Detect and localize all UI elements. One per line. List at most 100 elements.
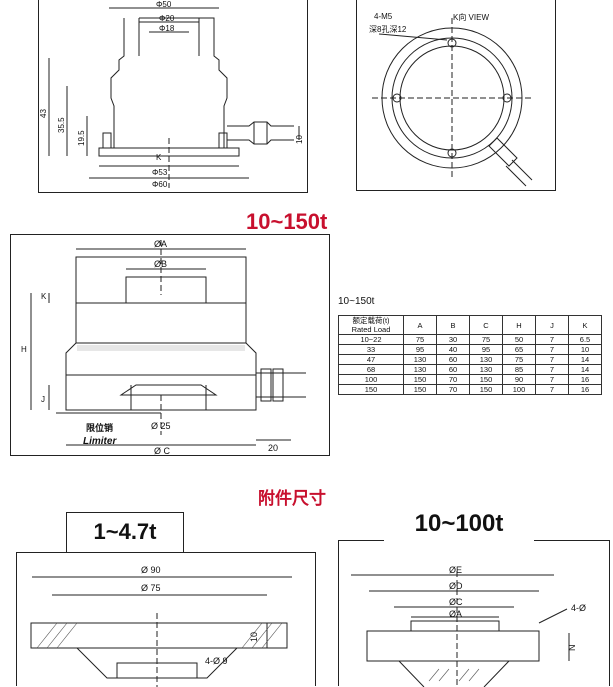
- table-cell: 95: [403, 344, 437, 355]
- accessory-right-drawing: ØE ØD ØC ØA 4-Ø N: [338, 540, 610, 687]
- accessory-left-title: 1~4.7t: [66, 512, 184, 552]
- limiter-en: Limiter: [83, 436, 117, 447]
- table-cell: 100: [338, 374, 404, 385]
- dim-h19-5: 19.5: [77, 130, 86, 146]
- dim-d18: Φ18: [159, 24, 175, 33]
- table-cell: 14: [568, 364, 602, 375]
- table-cell: 60: [436, 364, 470, 375]
- holes-label: 4-M5: [374, 12, 393, 21]
- table-row: 68 130 60 130 85 7 14: [338, 364, 602, 375]
- header-col: A: [403, 315, 437, 335]
- table-cell: 30: [436, 334, 470, 345]
- dim-d90: Ø 90: [141, 565, 161, 575]
- table-row: 150 150 70 150 100 7 16: [338, 384, 602, 395]
- dim-d75: Ø 75: [141, 583, 161, 593]
- table-cell: 75: [403, 334, 437, 345]
- dim-d60: Φ60: [152, 180, 168, 189]
- accessory-right-title-text: 10~100t: [414, 510, 504, 537]
- table-cell: 7: [535, 354, 569, 365]
- table-cell: 40: [436, 344, 470, 355]
- view-label: K向 VIEW: [453, 13, 490, 22]
- accessory-left-drawing: Ø 90 Ø 75 10 4-Ø 9: [16, 552, 316, 687]
- table-header-row: 额定载荷(t)Rated Load A B C H J K: [338, 315, 602, 335]
- table-cell: 95: [469, 344, 503, 355]
- spec-table-block: 10~150t 额定载荷(t)Rated Load A B C H J K 10…: [338, 296, 602, 395]
- table-cell: 150: [469, 374, 503, 385]
- header-col: C: [469, 315, 503, 335]
- dim-dA: ØA: [449, 609, 463, 619]
- dim-n: N: [567, 644, 577, 652]
- table-cell: 150: [403, 384, 437, 395]
- header-col: B: [436, 315, 470, 335]
- table-cell: 70: [436, 374, 470, 385]
- dim-holes: 4-Ø 9: [205, 656, 228, 666]
- table-caption: 10~150t: [338, 296, 375, 307]
- table-row: 10~22 75 30 75 50 7 6.5: [338, 334, 602, 345]
- table-row: 47 130 60 130 75 7 14: [338, 354, 602, 365]
- top-right-drawing-lines: [372, 18, 533, 187]
- table-cell: 65: [502, 344, 536, 355]
- table-cell: 70: [436, 384, 470, 395]
- dim-k: K: [41, 292, 47, 301]
- table-cell: 14: [568, 354, 602, 365]
- header-rated-load: 额定载荷(t)Rated Load: [338, 315, 404, 335]
- header-col: H: [502, 315, 536, 335]
- spec-table: 额定载荷(t)Rated Load A B C H J K 10~22 75 3…: [338, 315, 602, 395]
- table-cell: 60: [436, 354, 470, 365]
- dim-h10: 10: [295, 135, 304, 144]
- accessory-right-title: 10~100t: [384, 506, 534, 542]
- table-cell: 7: [535, 364, 569, 375]
- limiter-cn: 限位销: [86, 423, 114, 433]
- table-cell: 75: [469, 334, 503, 345]
- dim-k: K: [156, 153, 162, 162]
- middle-drawing-lines: [30, 240, 306, 446]
- table-cell: 130: [469, 364, 503, 375]
- top-left-drawing: Φ50 Φ20 Φ18 43 35.5 19.5 K Φ53 Φ60 10: [38, 0, 308, 193]
- top-left-drawing-lines: [48, 7, 300, 188]
- table-row: 100 150 70 150 90 7 16: [338, 374, 602, 385]
- table-cell: 85: [502, 364, 536, 375]
- dim-dC: Ø C: [154, 446, 171, 456]
- depth-label: 深8孔深12: [369, 25, 407, 34]
- dim-d50: Φ50: [156, 0, 172, 9]
- dim-h35-5: 35.5: [57, 117, 66, 133]
- dim-holes: 4-Ø: [571, 603, 587, 613]
- dim-dB: ØB: [154, 259, 168, 269]
- dim-dC: ØC: [449, 597, 463, 607]
- dim-w20: 20: [268, 443, 279, 453]
- table-cell: 90: [502, 374, 536, 385]
- accessory-right-lines: [351, 571, 570, 687]
- table-cell: 150: [469, 384, 503, 395]
- table-cell: 10~22: [338, 334, 404, 345]
- header-col: J: [535, 315, 569, 335]
- table-cell: 16: [568, 384, 602, 395]
- table-cell: 150: [403, 374, 437, 385]
- top-right-drawing: 4-M5 深8孔深12 K向 VIEW: [356, 0, 556, 191]
- table-cell: 68: [338, 364, 404, 375]
- dim-d53: Φ53: [152, 168, 168, 177]
- table-row: 33 95 40 95 65 7 10: [338, 344, 602, 355]
- section-title: 10~150t: [246, 209, 328, 234]
- table-cell: 100: [502, 384, 536, 395]
- accessory-title: 附件尺寸: [258, 489, 326, 508]
- dim-h: H: [21, 345, 27, 354]
- table-cell: 50: [502, 334, 536, 345]
- table-cell: 7: [535, 374, 569, 385]
- dim-dE: ØE: [449, 565, 463, 575]
- table-cell: 130: [403, 354, 437, 365]
- table-cell: 150: [338, 384, 404, 395]
- table-cell: 6.5: [568, 334, 602, 345]
- dim-dA: ØA: [154, 239, 168, 249]
- table-cell: 7: [535, 384, 569, 395]
- header-col: K: [568, 315, 602, 335]
- dim-dD: ØD: [449, 581, 463, 591]
- middle-drawing: ØA ØB K H J 限位销 Limiter Ø 25 Ø C 20: [10, 234, 330, 456]
- accessory-left-title-text: 1~4.7t: [93, 519, 157, 544]
- table-cell: 33: [338, 344, 404, 355]
- table-cell: 75: [502, 354, 536, 365]
- table-cell: 16: [568, 374, 602, 385]
- accessory-left-lines: [30, 576, 292, 687]
- dim-d25: Ø 25: [151, 421, 171, 431]
- table-cell: 7: [535, 344, 569, 355]
- dim-h43: 43: [39, 109, 48, 118]
